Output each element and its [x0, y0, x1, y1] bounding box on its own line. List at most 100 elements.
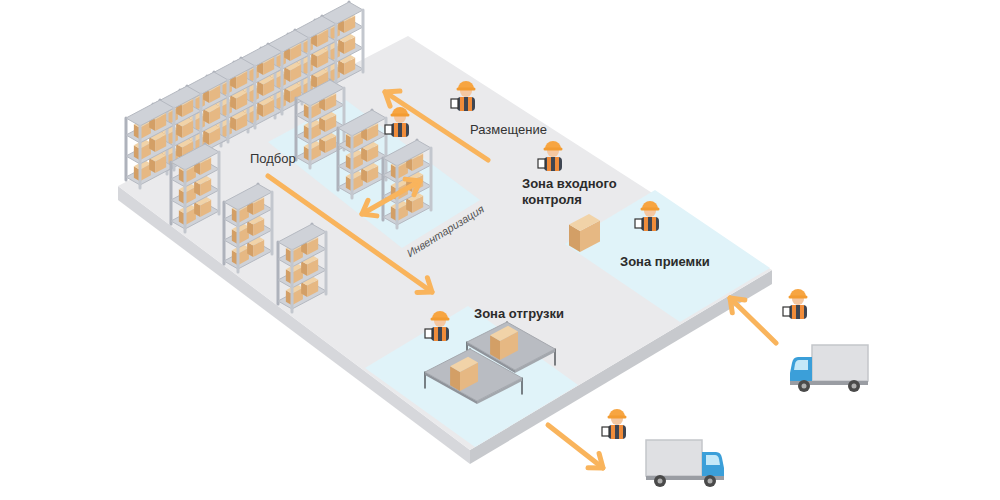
box-top: [490, 326, 518, 341]
rack-shelf: [338, 169, 386, 195]
text-slot: Зона входного контроля: [522, 176, 646, 208]
text-slot: Подбор: [250, 149, 296, 167]
cardboard-box: [490, 326, 518, 360]
box-top: [569, 214, 600, 231]
arrow-head: [362, 200, 377, 216]
worker-shirt: [464, 97, 468, 111]
worker-helmet-brim: [544, 148, 563, 151]
box-top: [450, 357, 478, 372]
truck-cab: [790, 357, 812, 385]
rack-symbol: [338, 110, 386, 198]
rack-post: [218, 152, 221, 214]
truck-wheel: [654, 475, 666, 487]
floor-label: Зона входного контроля: [522, 176, 646, 208]
truck-wheel: [848, 380, 860, 392]
floor-top: [118, 36, 772, 450]
rack-post: [295, 98, 298, 160]
arrow-shaft: [548, 425, 603, 468]
rack-post: [309, 106, 312, 168]
cardboard-box: [304, 140, 321, 161]
rack-post: [254, 66, 257, 128]
text-slot: Размещение: [470, 120, 547, 138]
arrow-shaft: [730, 298, 776, 343]
cardboard-box: [232, 223, 249, 244]
worker-vest: [644, 217, 656, 231]
rack-post: [170, 162, 173, 224]
rack-shelf: [338, 110, 386, 136]
worker-helmet-brim: [608, 416, 627, 419]
cardboard-box: [569, 214, 600, 252]
truck-hub: [708, 479, 713, 484]
rack-shelf: [278, 283, 326, 309]
rack-post: [337, 128, 340, 190]
truck-wheel: [704, 475, 716, 487]
arrow-head: [730, 298, 745, 313]
worker-shirt: [551, 157, 555, 171]
worker-vest: [394, 123, 406, 137]
worker-vest: [792, 305, 804, 319]
truck-hub: [802, 384, 807, 389]
cardboard-box: [286, 284, 303, 305]
rack-shelf: [278, 224, 326, 250]
cardboard-box: [346, 170, 363, 191]
worker-icon: [635, 201, 660, 231]
rack-post: [139, 126, 142, 188]
worker-body: [608, 425, 626, 439]
worker-vest: [460, 97, 472, 111]
rack-post: [237, 210, 240, 272]
worker-clipboard: [451, 99, 458, 108]
cardboard-box: [179, 183, 196, 204]
worker-helmet-brim: [789, 296, 808, 299]
rack-post: [430, 148, 433, 210]
cardboard-box: [304, 119, 321, 140]
rack-post: [335, 24, 338, 86]
worker-icon: [425, 311, 450, 341]
worker-body: [431, 327, 449, 341]
flow-arrow: [730, 298, 776, 343]
rack-symbol: [383, 140, 431, 228]
cardboard-box: [179, 204, 196, 225]
text-slot: Зона приемки: [620, 252, 710, 270]
rack-post: [281, 52, 284, 114]
worker-shirt: [615, 425, 619, 439]
worker-clipboard: [635, 219, 642, 228]
rack-shelf: [224, 184, 272, 210]
zone-label: Зона отгрузки: [474, 306, 564, 322]
rack-post: [325, 232, 328, 294]
truck-hub: [658, 479, 663, 484]
worker-icon: [451, 81, 476, 111]
rack-shelf: [296, 80, 344, 106]
worker-icon: [538, 141, 563, 171]
rack-post: [343, 88, 346, 150]
cardboard-box: [232, 244, 249, 265]
rack-shelf: [338, 148, 386, 174]
truck-window: [794, 360, 808, 370]
rack-post: [223, 202, 226, 264]
worker-body: [457, 97, 475, 111]
flow-arrow: [362, 179, 420, 216]
rack-shelf: [171, 182, 219, 208]
worker-helmet-brim: [457, 88, 476, 91]
text-slot: Инвентаризация: [401, 221, 489, 239]
worker-clipboard: [538, 159, 545, 168]
arrow-head: [588, 454, 603, 468]
flow-arrow: [548, 425, 603, 468]
worker-shirt: [398, 123, 402, 137]
truck-icon: [646, 440, 724, 487]
worker-vest: [547, 157, 559, 171]
worker-shirt: [438, 327, 442, 341]
rack-post: [227, 80, 230, 142]
cardboard-box: [450, 357, 478, 391]
truck-wheel: [798, 380, 810, 392]
rack-post: [184, 170, 187, 232]
worker-vest: [434, 327, 446, 341]
arrow-shaft: [362, 181, 420, 214]
table-top: [425, 349, 522, 401]
worker-body: [789, 305, 807, 319]
rack-shelf: [126, 159, 174, 185]
worker-vest: [611, 425, 623, 439]
worker-body: [544, 157, 562, 171]
